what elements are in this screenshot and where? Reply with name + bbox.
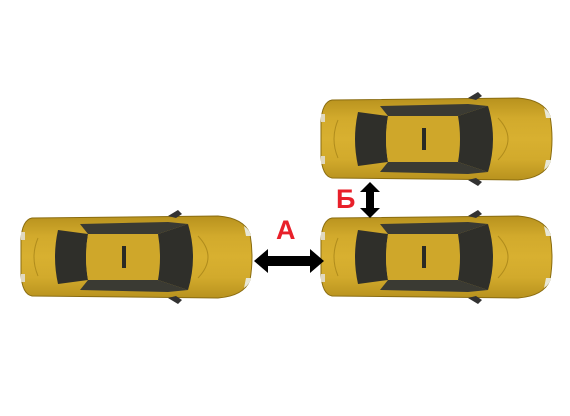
- double-headed-arrow-icon: [360, 182, 380, 218]
- taxi-car-right-top: [320, 92, 553, 187]
- double-headed-arrow-icon: [254, 249, 324, 273]
- distance-label-b: Б: [336, 184, 356, 214]
- taxi-car-left: [20, 210, 253, 305]
- distance-label-a: А: [276, 215, 296, 245]
- taxi-car-right-bottom: [320, 210, 553, 305]
